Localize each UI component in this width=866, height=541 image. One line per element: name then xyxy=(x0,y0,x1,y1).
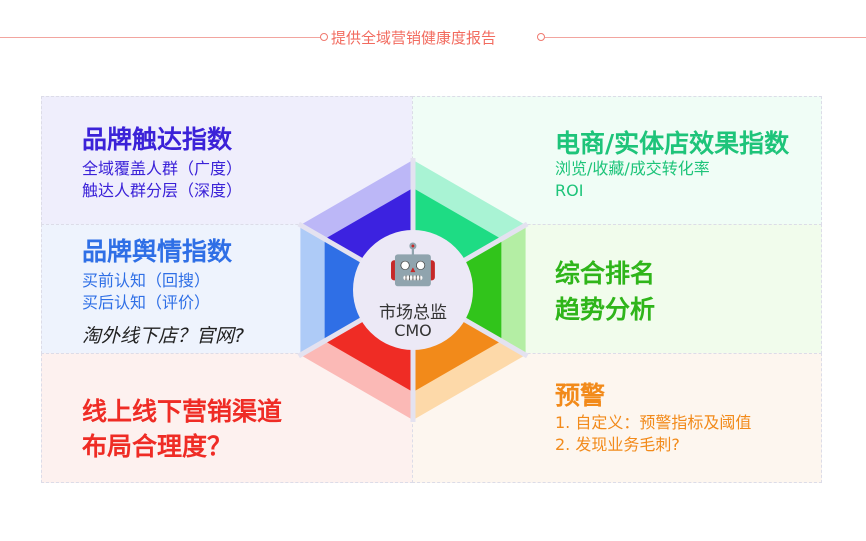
brand-sentiment-line-1: 买前认知（回搜） xyxy=(82,271,211,290)
ecommerce-line-1: 浏览/收藏/成交转化率 xyxy=(555,159,710,178)
warning-line-2: 2. 发现业务毛刺? xyxy=(555,435,680,454)
header-dot-right xyxy=(537,33,545,41)
brand-reach-line-2: 触达人群分层（深度） xyxy=(82,181,243,200)
channel-title-1: 线上线下营销渠道 xyxy=(82,397,283,426)
center-subtitle: CMO xyxy=(394,321,432,340)
ecommerce-title: 电商/实体店效果指数 xyxy=(555,129,790,158)
brand-sentiment-title: 品牌舆情指数 xyxy=(82,237,233,266)
channel-title-2: 布局合理度？ xyxy=(82,432,233,461)
brand-sentiment-note: 淘外线下店？官网? xyxy=(82,325,245,347)
warning-title: 预警 xyxy=(555,381,606,410)
cmo-avatar-icon: 🤖 xyxy=(388,242,438,288)
ecommerce-line-2: ROI xyxy=(555,181,584,200)
header-line-left xyxy=(0,37,324,38)
header-line-right xyxy=(545,37,866,38)
center-title: 市场总监 xyxy=(379,303,447,323)
ranking-title-2: 趋势分析 xyxy=(555,295,656,324)
header-dot-left xyxy=(320,33,328,41)
ranking-title-1: 综合排名 xyxy=(555,259,656,288)
brand-reach-title: 品牌触达指数 xyxy=(82,125,233,154)
brand-sentiment-line-2: 买后认知（评价） xyxy=(82,293,211,312)
warning-line-1: 1. 自定义：预警指标及阈值 xyxy=(555,413,752,432)
header-title: 提供全域营销健康度报告 xyxy=(331,29,497,47)
center-circle xyxy=(353,230,473,350)
brand-reach-line-1: 全域覆盖人群（广度） xyxy=(82,159,243,178)
